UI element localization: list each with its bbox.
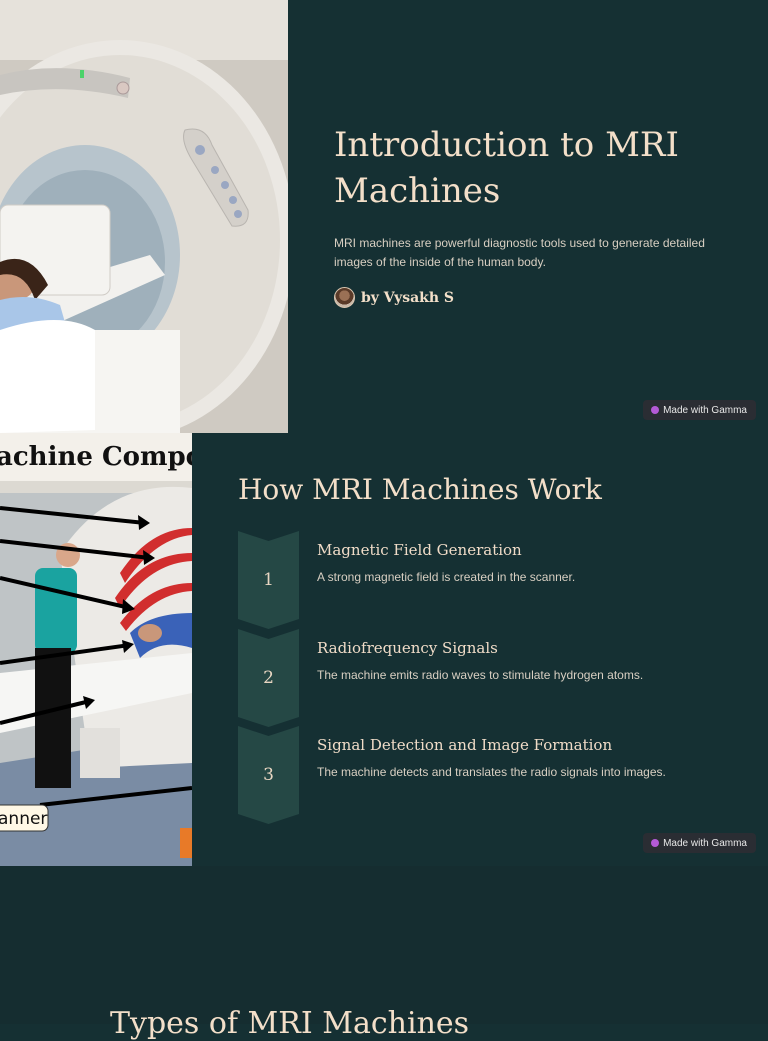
badge-label: Made with Gamma (663, 837, 747, 849)
step-number-badge: 2 (238, 629, 299, 727)
step-description: The machine detects and translates the r… (317, 765, 666, 779)
step-title: Signal Detection and Image Formation (317, 736, 613, 754)
gamma-logo-icon (651, 839, 660, 847)
slide-types: Types of MRI Machines (0, 866, 768, 1041)
slide-intro: Introduction to MRI Machines MRI machine… (0, 0, 768, 433)
badge-label: Made with Gamma (663, 404, 747, 416)
intro-description: MRI machines are powerful diagnostic too… (334, 236, 705, 269)
mri-machine-image (0, 0, 288, 433)
slide-how-it-works: achine Compo (0, 433, 768, 866)
step-item: 3 Signal Detection and Image Formation T… (238, 726, 738, 824)
step-description: The machine emits radio waves to stimula… (317, 668, 644, 682)
step-number-badge: 1 (238, 531, 299, 629)
step-number-badge: 3 (238, 726, 299, 824)
step-title: Magnetic Field Generation (317, 541, 522, 559)
page-title: Introduction to MRI Machines (334, 125, 679, 211)
made-with-gamma-badge[interactable]: Made with Gamma (643, 833, 756, 853)
step-item: 1 Magnetic Field Generation A strong mag… (238, 531, 738, 629)
diagram-caption: anner (0, 809, 47, 829)
avatar (334, 287, 355, 308)
diagram-heading: achine Compo (0, 442, 192, 472)
step-description: A strong magnetic field is created in th… (317, 570, 576, 584)
step-title: Radiofrequency Signals (317, 639, 498, 657)
made-with-gamma-badge[interactable]: Made with Gamma (643, 400, 756, 420)
author-name: by Vysakh S (361, 289, 455, 306)
step-item: 2 Radiofrequency Signals The machine emi… (238, 629, 738, 727)
author-byline[interactable]: by Vysakh S (334, 287, 454, 308)
section-title: How MRI Machines Work (238, 473, 602, 506)
mri-components-diagram-image: achine Compo (0, 433, 192, 866)
gamma-logo-icon (651, 406, 660, 414)
